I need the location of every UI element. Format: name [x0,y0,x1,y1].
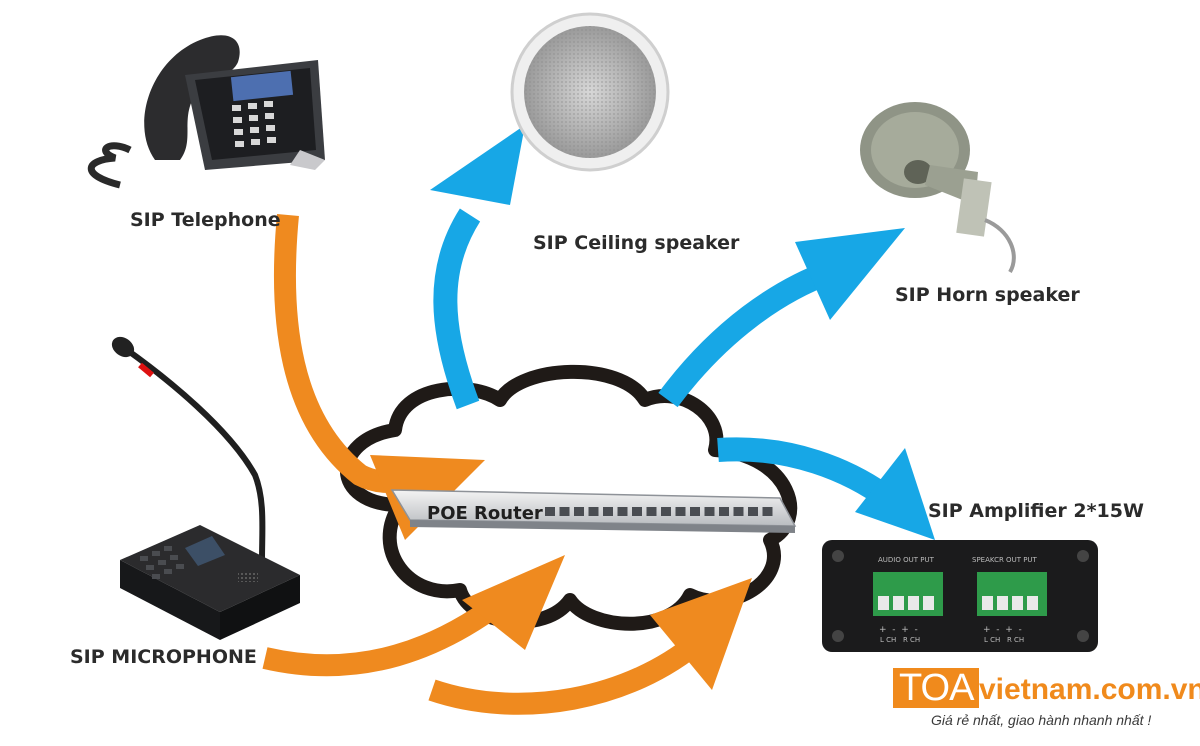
router-port [661,507,671,516]
label-poe-router: POE Router [427,503,543,524]
label-sip-telephone: SIP Telephone [130,209,281,231]
arrowhead-amplifier [855,448,935,540]
label-sip-horn-speaker: SIP Horn speaker [895,284,1080,306]
arrow-from-microphone-2 [428,631,708,715]
arrowhead-ceiling [430,125,525,205]
router-port [704,507,715,516]
router-port [632,507,642,516]
sip-telephone-image [87,35,325,189]
arrowhead-cloud-in-2 [650,578,752,690]
amp-speaker-out-label: SPEAKCR OUT PUT [972,556,1038,564]
router-port [675,507,686,516]
router-port [617,507,628,516]
router-port [719,507,729,516]
sip-microphone-image [111,336,300,640]
router-port [574,507,584,516]
router-port [545,507,555,516]
sip-amplifier-image: AUDIO OUT PUT SPEAKCR OUT PUT + - + - + … [822,540,1098,652]
brand-logo: TOA vietnam.com.vn Giá rẻ nhất, giao hàn… [893,668,1200,738]
router-port [762,507,773,516]
amp-channels-right: L CH R CH [984,636,1024,644]
router-port [588,507,599,516]
brand-tagline: Giá rẻ nhất, giao hành nhanh nhất ! [931,712,1152,728]
label-sip-amplifier: SIP Amplifier 2*15W [928,500,1144,522]
amp-signs-right: + - + - [983,625,1022,635]
amp-channels-left: L CH R CH [880,636,920,644]
sip-ceiling-speaker-image [510,12,670,172]
router-port [690,507,700,516]
label-sip-microphone: SIP MICROPHONE [70,646,257,668]
router-port [646,507,657,516]
router-port [603,507,613,516]
amp-signs-left: + - + - [879,625,918,635]
arrow-to-horn-speaker [658,260,835,408]
brand-site: vietnam.com.vn [979,673,1200,706]
router-port [748,507,758,516]
router-port [733,507,744,516]
router-port [559,507,570,516]
arrowhead-horn [795,228,905,320]
router-ports [545,507,773,516]
arrowhead-cloud-in-1 [462,555,565,650]
label-sip-ceiling-speaker: SIP Ceiling speaker [533,232,740,254]
poe-router [390,489,797,533]
brand-toa: TOA [893,668,980,708]
amp-audio-out-label: AUDIO OUT PUT [878,556,935,564]
arrow-to-ceiling-speaker [433,208,481,410]
sip-horn-speaker-image [860,102,1016,274]
